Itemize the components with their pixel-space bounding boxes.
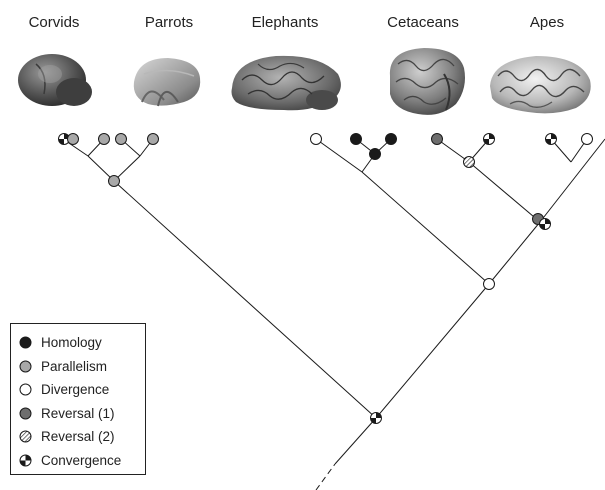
- parallelism-marker-icon: [19, 360, 32, 373]
- ape-stem: [540, 139, 605, 222]
- divergence-marker-icon: [484, 279, 495, 290]
- convergence-marker-icon: [546, 134, 557, 145]
- divergence-marker-icon: [582, 134, 593, 145]
- parallelism-marker-icon: [109, 176, 120, 187]
- node-markers: [109, 149, 551, 424]
- elephant-stem: [362, 172, 489, 284]
- legend-item-divergence: Divergence: [19, 378, 145, 402]
- root-branch: [316, 464, 335, 490]
- mammal-stem: [376, 284, 489, 418]
- legend-item-reversal-1: Reversal (1): [19, 402, 145, 426]
- parallelism-marker-icon: [99, 134, 110, 145]
- parallelism-marker-icon: [68, 134, 79, 145]
- convergence-marker-icon: [371, 413, 382, 424]
- homology-marker-icon: [351, 134, 362, 145]
- legend-label: Reversal (2): [41, 429, 115, 444]
- tip-markers: [59, 134, 593, 145]
- cet-ape-stem: [489, 222, 540, 284]
- legend-label: Divergence: [41, 382, 109, 397]
- convergence-marker-icon: [540, 219, 551, 230]
- convergence-marker-icon: [484, 134, 495, 145]
- reversal-2-marker-icon: [464, 157, 475, 168]
- legend-item-parallelism: Parallelism: [19, 355, 145, 379]
- legend-label: Parallelism: [41, 359, 107, 374]
- reversal-1-marker-icon: [19, 407, 32, 420]
- legend-item-convergence: Convergence: [19, 449, 145, 473]
- reversal-1-marker-icon: [432, 134, 443, 145]
- convergence-marker-icon: [19, 454, 32, 467]
- root-stem: [335, 418, 376, 464]
- divergence-marker-icon: [311, 134, 322, 145]
- legend-label: Reversal (1): [41, 406, 115, 421]
- legend-item-reversal-2: Reversal (2): [19, 425, 145, 449]
- homology-marker-icon: [19, 336, 32, 349]
- legend-label: Convergence: [41, 453, 121, 468]
- legend: Homology Parallelism Divergence Reversal…: [10, 323, 146, 475]
- homology-marker-icon: [386, 134, 397, 145]
- cetacean-stem: [469, 162, 540, 222]
- parallelism-marker-icon: [116, 134, 127, 145]
- divergence-marker-icon: [19, 383, 32, 396]
- bird-stem: [114, 181, 376, 418]
- legend-label: Homology: [41, 335, 102, 350]
- homology-marker-icon: [370, 149, 381, 160]
- reversal-2-marker-icon: [19, 430, 32, 443]
- legend-item-homology: Homology: [19, 331, 145, 355]
- parallelism-marker-icon: [148, 134, 159, 145]
